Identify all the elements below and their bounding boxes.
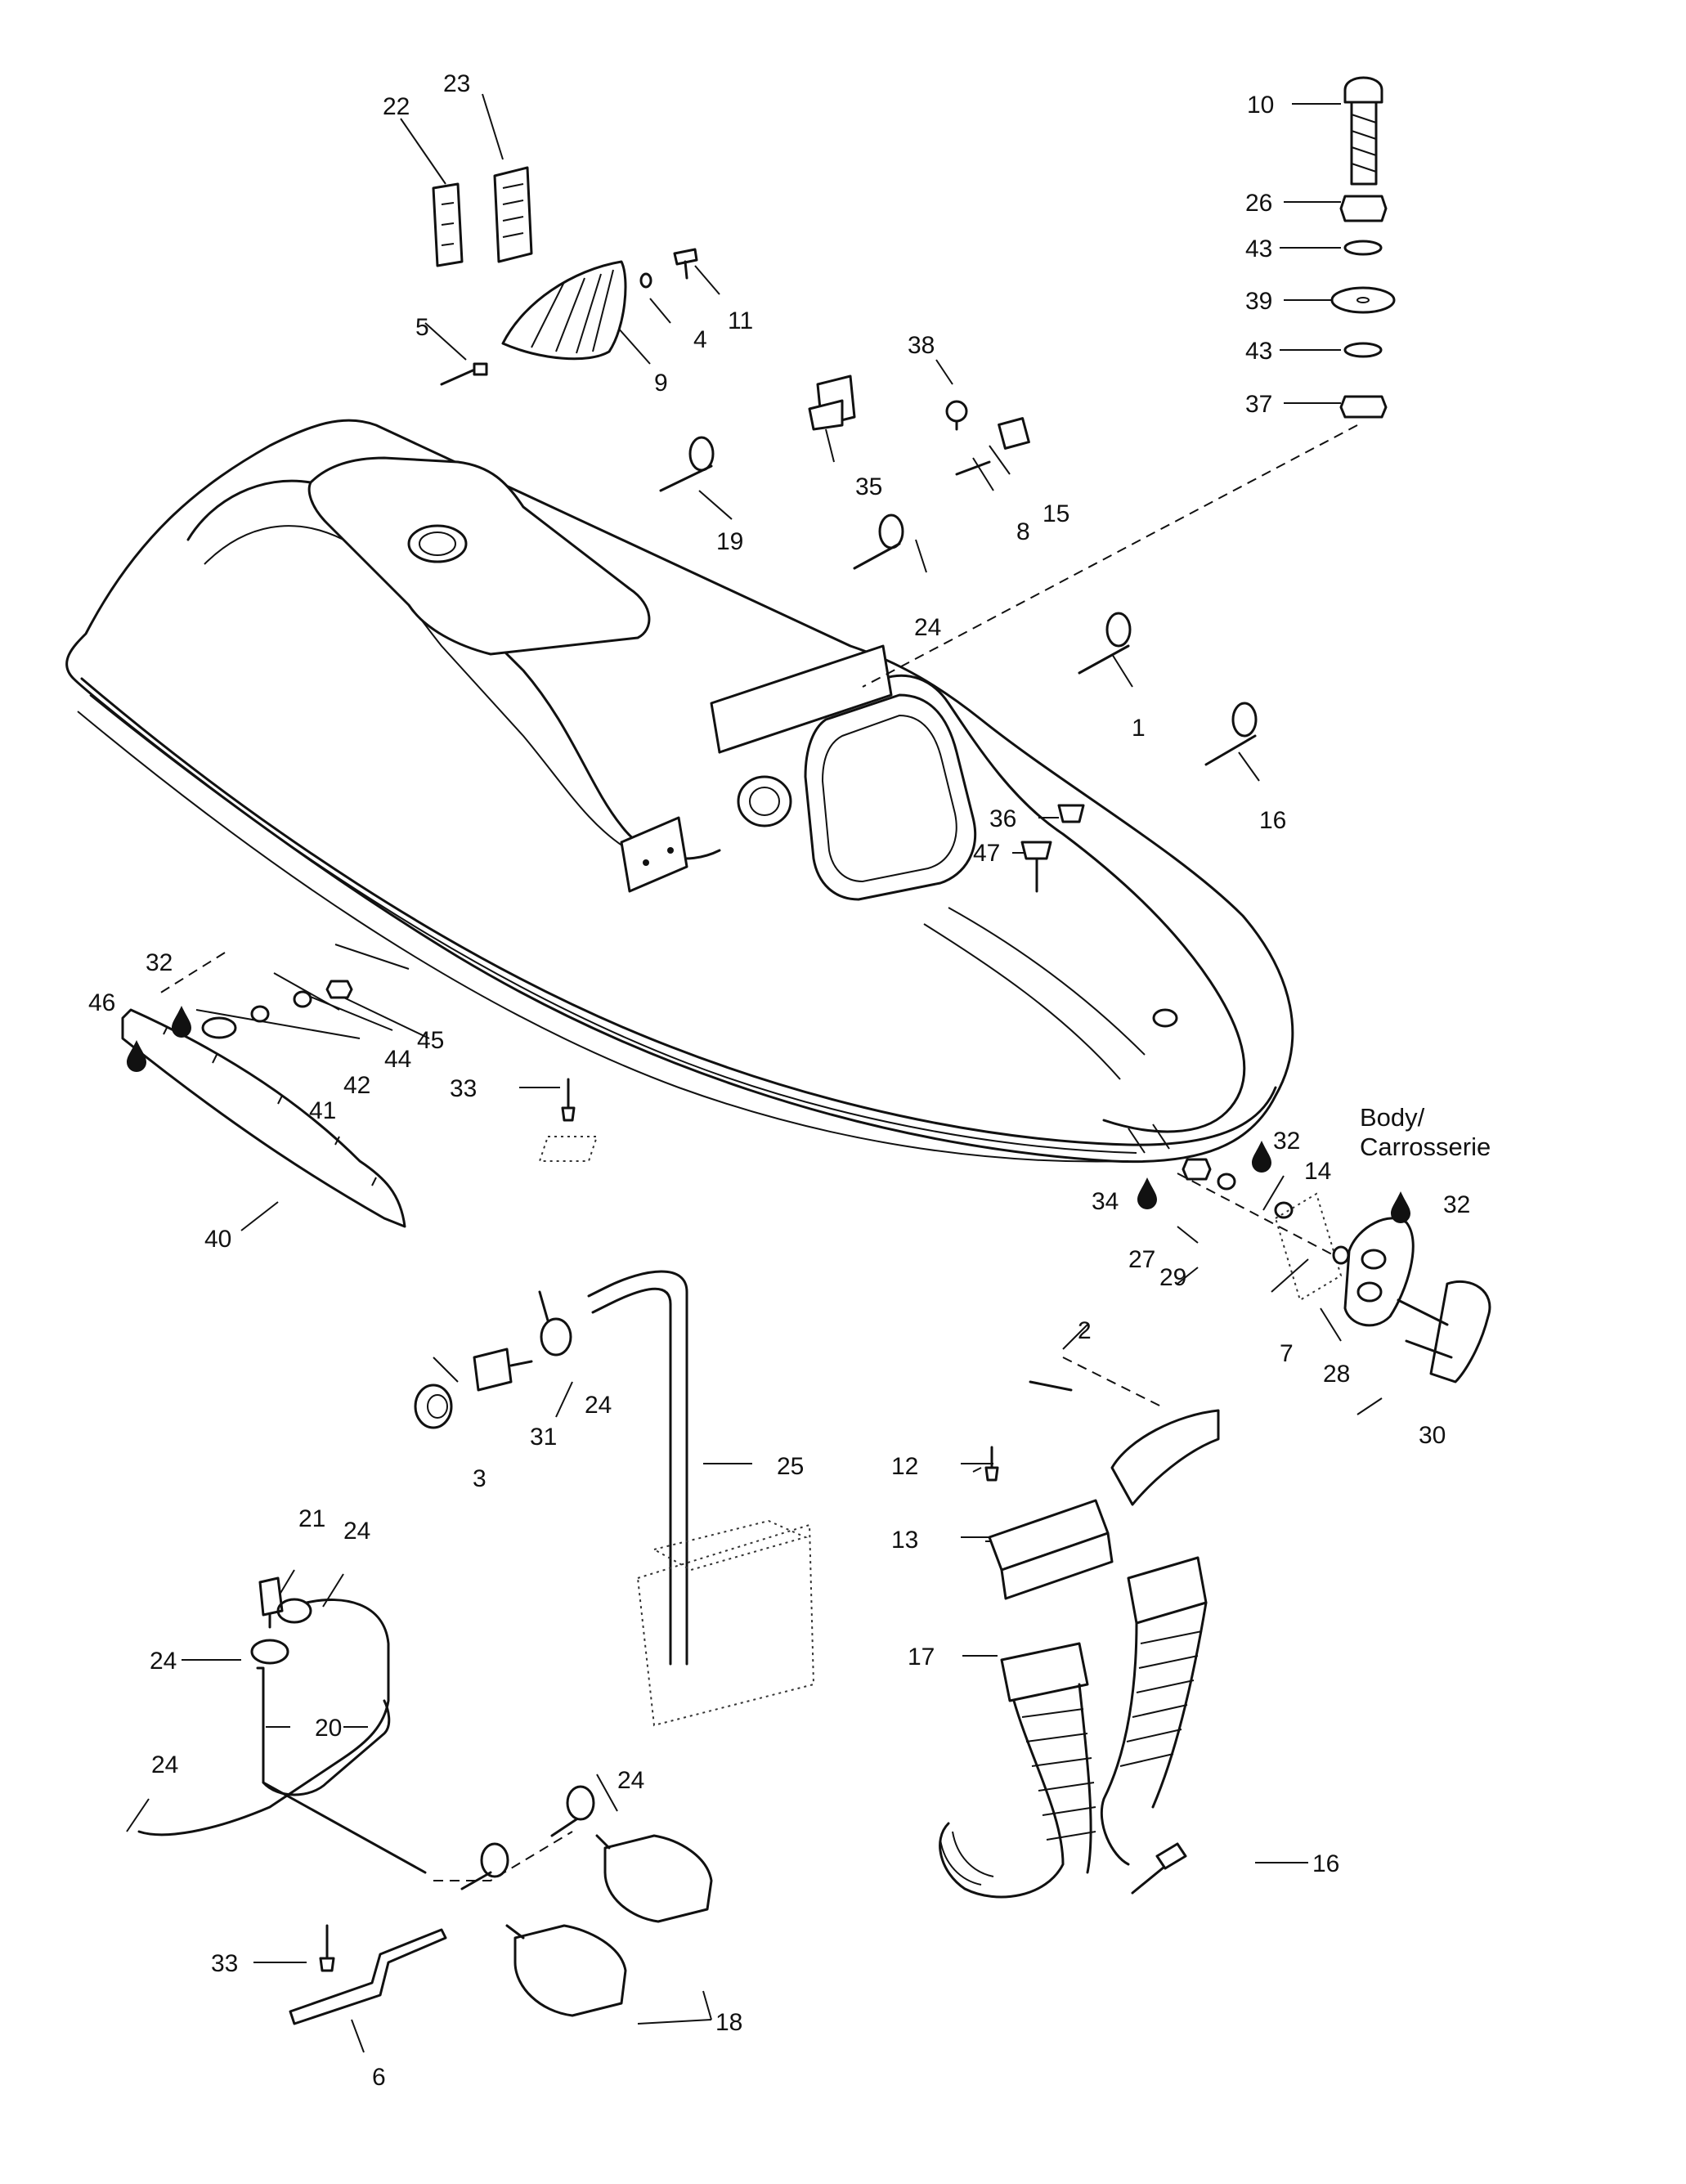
callout-24: 24 [343,1518,370,1545]
bracket-6 [289,1928,447,2025]
callout-32: 32 [146,949,173,976]
fuel-filters-18 [505,1834,713,2017]
top-clips-22-23 [432,166,533,267]
callout-11: 11 [728,307,753,334]
callout-44: 44 [384,1046,411,1073]
callout-34: 34 [1092,1188,1119,1215]
callout-32: 32 [1443,1191,1470,1218]
callout-29: 29 [1159,1264,1186,1291]
callout-42: 42 [343,1072,370,1099]
callout-12: 12 [891,1453,918,1480]
callout-37: 37 [1245,391,1272,418]
callout-24: 24 [150,1648,177,1675]
tie-24-upper [538,1290,572,1357]
callout-27: 27 [1128,1246,1155,1273]
plug-36-47 [1020,804,1085,893]
inlet-parts-2-12-13 [984,1380,1220,1600]
callout-38: 38 [908,332,935,359]
battery-outline [636,1519,815,1727]
callout-5: 5 [415,314,429,341]
sealant-drop-icon [1252,1141,1271,1173]
callout-30: 30 [1419,1422,1446,1449]
callout-2: 2 [1078,1317,1092,1344]
callout-24: 24 [585,1392,612,1419]
callout-28: 28 [1323,1361,1350,1388]
body-label: Body/ Carrosserie [1360,1103,1491,1161]
callout-22: 22 [383,93,410,120]
callout-43: 43 [1245,338,1272,365]
callout-47: 47 [973,840,1000,867]
callout-46: 46 [88,989,115,1016]
callout-numbers: 10 26 43 39 43 37 22 23 11 4 5 9 38 35 1… [88,70,1470,2091]
callout-40: 40 [204,1226,231,1253]
callout-4: 4 [693,326,707,353]
callout-39: 39 [1245,288,1272,315]
sealant-drop-icon [1137,1177,1157,1209]
callout-3: 3 [473,1465,487,1492]
body-label-line2: Carrosserie [1360,1132,1491,1161]
hull-body [65,419,1294,1164]
callout-14: 14 [1304,1158,1331,1185]
rivet-33-bottom [319,1924,335,1972]
callout-26: 26 [1245,190,1272,217]
callout-23: 23 [443,70,470,97]
sealant-drop-icon [172,1006,191,1038]
callout-32: 32 [1273,1128,1300,1155]
sponson-40 [121,1008,406,1228]
callout-21: 21 [298,1505,325,1532]
callout-45: 45 [417,1027,444,1054]
callout-35: 35 [855,473,882,500]
callout-41: 41 [309,1097,336,1124]
callout-13: 13 [891,1527,918,1554]
washer-screw-4-11 [639,248,698,289]
intake-ducts-17 [939,1556,1208,1899]
front-hardware-27-29-14-7 [1182,1158,1350,1302]
rear-hardware-41-46 [201,980,353,1039]
vent-grille-9 [501,260,627,361]
bumper-stack-10-37 [1330,76,1396,419]
callout-1: 1 [1132,715,1146,742]
callout-16: 16 [1312,1850,1339,1877]
cable-ties [659,436,1258,766]
sealant-drop-icon [1391,1191,1410,1223]
callout-20: 20 [315,1715,342,1742]
sealant-drop-icon [127,1040,146,1072]
callout-15: 15 [1043,500,1069,527]
callout-8: 8 [1016,518,1030,545]
leader-lines [126,93,1383,2053]
callout-7: 7 [1280,1340,1294,1367]
sealant-drop-icons [127,1006,1410,1223]
callout-19: 19 [716,528,743,555]
rivet-5 [440,362,488,386]
rivet-33-top [538,1078,599,1162]
fuel-line-20 [137,1576,427,1874]
callout-24: 24 [151,1751,178,1778]
callout-24: 24 [617,1767,644,1794]
callout-33: 33 [211,1950,238,1977]
callout-6: 6 [372,2064,386,2091]
body-label-line1: Body/ [1360,1103,1425,1132]
callout-24: 24 [914,614,941,641]
clip-35-screw-38-nut-15-rivet-8 [808,374,1030,476]
callout-36: 36 [989,805,1016,832]
callout-10: 10 [1247,92,1274,119]
callout-9: 9 [654,370,668,397]
callout-18: 18 [715,2009,742,2036]
callout-16: 16 [1259,807,1286,834]
ties-24-lower [460,1785,1187,1895]
callout-43: 43 [1245,235,1272,262]
callout-33: 33 [450,1075,477,1102]
callout-25: 25 [777,1453,804,1480]
vent-cover-31-3 [414,1348,533,1429]
ride-plate-28-30 [1343,1217,1491,1383]
hose-25 [587,1270,688,1666]
callout-17: 17 [908,1644,935,1671]
callout-31: 31 [530,1424,557,1451]
